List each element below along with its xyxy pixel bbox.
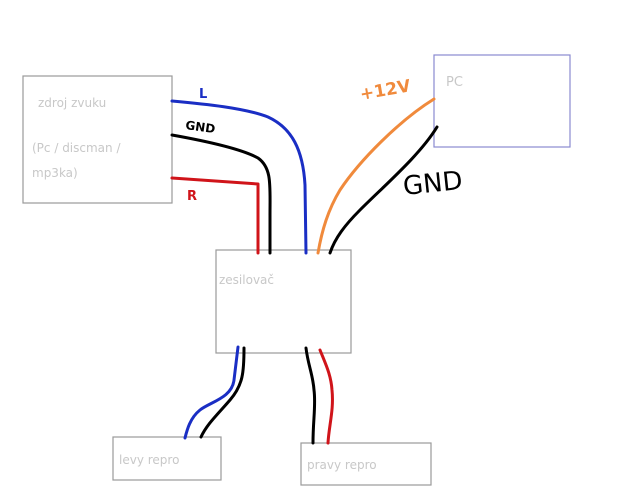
pc-ground-wire xyxy=(328,125,439,255)
plus12v-label: +12V xyxy=(358,76,413,105)
source-ground-wire xyxy=(170,133,272,255)
right-channel-wire xyxy=(170,176,260,255)
sound-source-box xyxy=(22,75,173,204)
source-gnd-label: GND xyxy=(185,118,217,136)
right-speaker-red-wire xyxy=(318,348,334,445)
left-speaker-blue-wire xyxy=(183,345,240,440)
pc-label: PC xyxy=(446,75,463,90)
left-speaker-label: levy repro xyxy=(119,453,179,467)
sound-source-label-line2: (Pc / discman / xyxy=(32,141,121,155)
pc-gnd-label: GND xyxy=(402,166,464,202)
right-speaker-label: pravy repro xyxy=(307,458,377,472)
amplifier-box xyxy=(215,249,352,354)
sound-source-label-line3: mp3ka) xyxy=(32,166,78,180)
left-channel-label: L xyxy=(199,87,207,102)
sound-source-label-line1: zdroj zvuku xyxy=(38,96,106,110)
amplifier-label: zesilovač xyxy=(219,273,274,287)
left-channel-wire xyxy=(170,99,308,255)
left-speaker-box xyxy=(112,436,222,481)
plus12v-wire xyxy=(316,97,436,255)
pc-box xyxy=(433,54,571,148)
right-speaker-box xyxy=(300,442,432,486)
right-channel-label: R xyxy=(187,189,197,204)
left-speaker-black-wire xyxy=(199,346,246,439)
right-speaker-black-wire xyxy=(304,346,317,445)
